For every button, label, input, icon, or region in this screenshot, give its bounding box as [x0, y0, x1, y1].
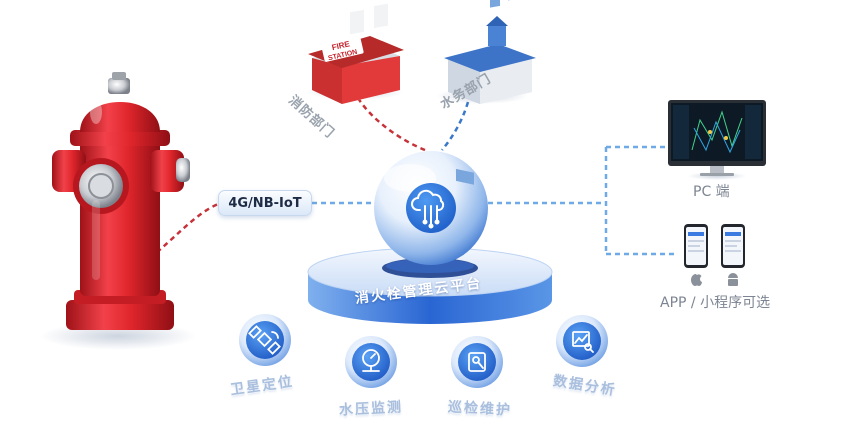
cloud-network-icon	[411, 189, 445, 229]
pc-monitor	[668, 100, 766, 180]
feature-label-pressure: 水压监测	[338, 399, 404, 419]
apple-icon	[691, 274, 702, 286]
android-icon	[728, 273, 738, 286]
maintenance-wrench-icon	[468, 352, 486, 372]
cloud-sphere	[374, 151, 488, 265]
fire-hydrant	[40, 72, 196, 350]
feature-label-maintenance: 巡检维护	[447, 399, 513, 419]
satellite-icon	[248, 325, 281, 355]
app-client-label: APP / 小程序可选	[660, 295, 771, 311]
feature-badge-analysis	[556, 315, 608, 367]
mobile-phones	[684, 224, 745, 268]
pressure-gauge-icon	[362, 349, 380, 372]
data-analysis-icon	[572, 331, 594, 353]
dashboard-screen	[673, 105, 761, 159]
pc-client-label: PC 端	[693, 184, 730, 200]
feature-badge-satellite	[239, 314, 291, 366]
fire-sign-text-1: FIRE	[331, 39, 351, 52]
fire-station-building: FIRE STATION	[307, 3, 404, 104]
connectivity-badge: 4G/NB-IoT	[218, 190, 312, 216]
feature-badge-pressure	[345, 336, 397, 388]
cloud-platform	[307, 247, 553, 324]
water-dept-link-line	[441, 101, 470, 151]
water-works-building	[436, 0, 536, 185]
fire-dept-link-line	[356, 97, 426, 152]
feature-badge-maintenance	[451, 336, 503, 388]
hydrant-link-line	[149, 202, 219, 259]
